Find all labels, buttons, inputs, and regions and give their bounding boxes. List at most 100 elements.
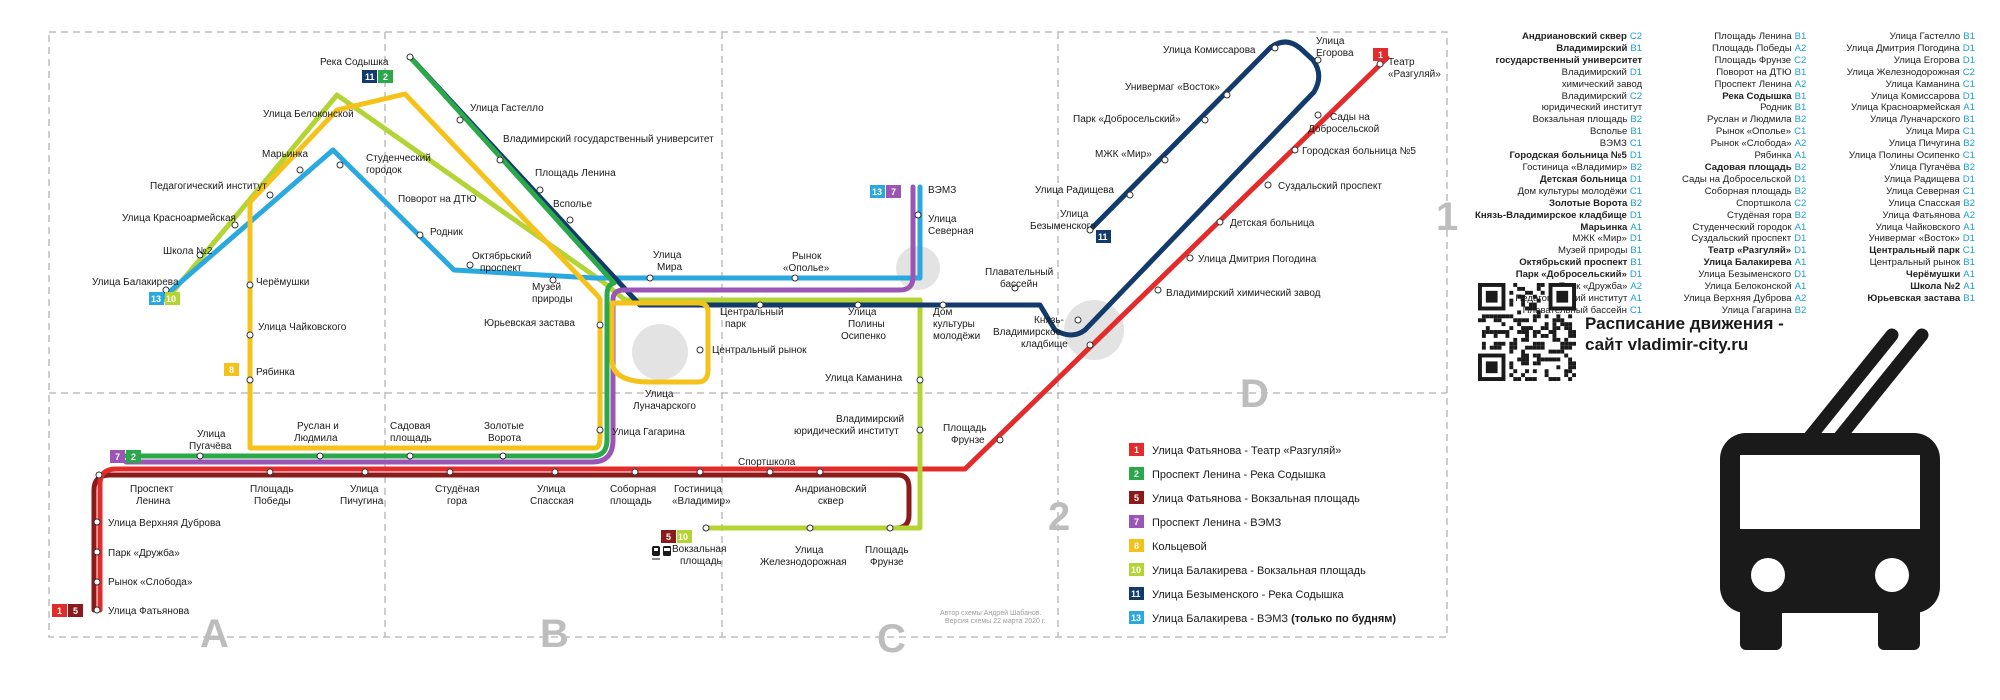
stop-label: сквер — [818, 496, 844, 507]
stop-label: Поворот на ДТЮ — [398, 194, 477, 205]
legend-route-label: Проспект Ленина - Река Содышка — [1152, 469, 1326, 481]
stop-label: природы — [532, 294, 573, 305]
svg-text:5: 5 — [666, 532, 671, 542]
grid-lines — [48, 31, 1448, 638]
stop-label: Владимирское — [993, 327, 1062, 338]
stop-label: Победы — [254, 495, 291, 507]
legend-swatch — [1129, 443, 1144, 456]
legend-route-number: 1 — [1134, 445, 1139, 455]
legend-route-number: 8 — [1134, 541, 1139, 551]
schedule-line: сайт vladimir-city.ru — [1585, 335, 1749, 354]
svg-text:2: 2 — [383, 72, 388, 82]
stop-label: Студенческий — [366, 153, 431, 164]
stop-label: Пугачёва — [189, 441, 232, 452]
legend-route-label: Проспект Ленина - ВЭМЗ — [1152, 517, 1282, 529]
svg-text:5: 5 — [73, 606, 78, 616]
stop-label: Безыменского — [1030, 221, 1096, 232]
stop-label: Родник — [430, 227, 464, 238]
svg-text:13: 13 — [151, 294, 161, 304]
stop-label: Улица — [848, 307, 877, 318]
stop-label: Центральный рынок — [712, 345, 807, 356]
stop-label: Полины — [848, 319, 885, 330]
stop-label: Сады на — [1330, 112, 1370, 123]
qr-code-icon — [1478, 283, 1576, 381]
stop-label: Школа №2 — [163, 246, 213, 257]
stop-label: Людмила — [294, 433, 338, 444]
stop-label: юридический институт — [794, 426, 899, 437]
stop-label: культуры — [933, 319, 975, 330]
stop-label: Юрьевская застава — [484, 318, 575, 329]
stop-label: Парк «Добросельский» — [1073, 113, 1181, 125]
station-index-entry: химический завод — [1561, 78, 1643, 90]
stop-label: гора — [447, 496, 468, 507]
station-index-entry: МЖК «Мир»D1 — [1572, 233, 1643, 245]
stop-label: кладбище — [1021, 338, 1068, 350]
stop-label: Улица Фатьянова — [108, 606, 190, 617]
zone-label-a: A — [200, 612, 229, 656]
stop-label: Ворота — [488, 433, 522, 444]
zone-label-b: B — [540, 612, 569, 656]
trolleybus-icon — [1720, 328, 1940, 650]
stop-label: Октябрьский — [472, 250, 531, 262]
stop-label: Владимирский химический завод — [1166, 288, 1321, 299]
stop-label: Улица — [197, 429, 226, 440]
stop-label: Площадь — [943, 423, 987, 434]
stop-label: Река Содышка — [320, 57, 389, 68]
station-index-entry: Гостиница «Владимир»B2 — [1522, 161, 1643, 173]
stop-label: Руслан и — [297, 421, 339, 432]
legend-route-number: 7 — [1134, 517, 1139, 527]
stop-label: Улица Гастелло — [470, 103, 544, 114]
station-index-entry: Универмаг «Восток»D1 — [1868, 233, 1975, 245]
legend-swatch — [1129, 467, 1144, 480]
svg-text:7: 7 — [115, 452, 120, 462]
stop-label: Владимирский — [836, 414, 904, 425]
stop-label: Золотые — [484, 421, 524, 432]
stop-labels: Река Содышка Улица Гастелло Улица Белоко… — [92, 36, 1441, 617]
stop-label: Улица Дмитрия Погодина — [1198, 254, 1317, 265]
stop-label: Спасская — [530, 496, 574, 507]
stop-label: Универмаг «Восток» — [1125, 82, 1220, 93]
station-index-entry: государственный университет — [1495, 54, 1643, 66]
legend-swatch — [1129, 515, 1144, 528]
svg-text:1: 1 — [57, 606, 62, 616]
stop-label: Улица — [1316, 36, 1345, 47]
stop-label: Улица Комиссарова — [1163, 45, 1256, 56]
stop-label: Улица — [1060, 209, 1089, 220]
legend-route-label: Улица Балакирева - Вокзальная площадь — [1152, 565, 1366, 577]
stop-label: Ленина — [136, 496, 171, 507]
